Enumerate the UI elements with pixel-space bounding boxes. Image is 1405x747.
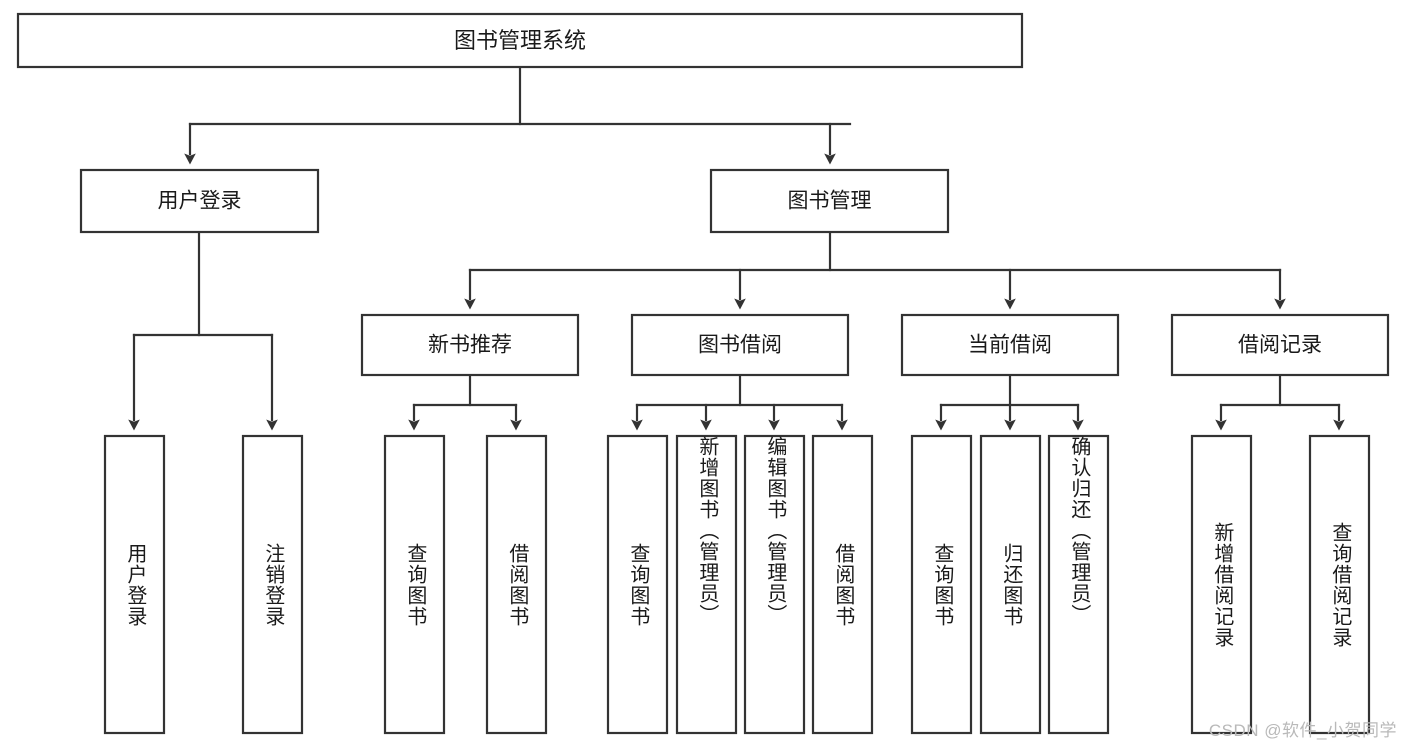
leaf-current-borrow-0[interactable] xyxy=(910,434,973,735)
leaf-current-borrow-2[interactable] xyxy=(1047,434,1110,735)
leaf-user-login-1[interactable] xyxy=(241,434,304,735)
leaf-book-borrow-0[interactable] xyxy=(606,434,669,735)
node-book-borrow[interactable]: 图书借阅 xyxy=(630,313,850,377)
leaf-new-book-1[interactable] xyxy=(485,434,548,735)
leaf-current-borrow-1[interactable] xyxy=(979,434,1042,735)
connector-bookborrow-to-leaves xyxy=(631,373,848,431)
node-root-system-label: 图书管理系统 xyxy=(454,28,586,53)
connector-borrowrecord-to-leaves xyxy=(1215,373,1345,431)
node-root-system[interactable]: 图书管理系统 xyxy=(16,12,1024,69)
node-new-book-recommend-label: 新书推荐 xyxy=(428,334,512,357)
leaf-book-borrow-3[interactable] xyxy=(811,434,874,735)
node-borrow-record[interactable]: 借阅记录 xyxy=(1170,313,1390,377)
leaf-user-login-0[interactable] xyxy=(103,434,166,735)
node-book-management-label: 图书管理 xyxy=(788,190,872,213)
node-user-login-label: 用户登录 xyxy=(158,190,242,213)
leaf-book-borrow-1[interactable] xyxy=(675,434,738,735)
node-current-borrow[interactable]: 当前借阅 xyxy=(900,313,1120,377)
node-new-book-recommend[interactable]: 新书推荐 xyxy=(360,313,580,377)
leaf-borrow-record-1[interactable] xyxy=(1308,434,1371,735)
connector-currentborrow-to-leaves xyxy=(935,373,1084,431)
connector-booksystem-to-level3 xyxy=(464,230,1286,310)
node-book-borrow-label: 图书借阅 xyxy=(698,334,782,357)
leaf-new-book-0[interactable] xyxy=(383,434,446,735)
connector-root-to-level2 xyxy=(184,65,852,165)
connector-userlogin-to-leaves xyxy=(128,230,278,431)
node-current-borrow-label: 当前借阅 xyxy=(968,334,1052,357)
node-book-management[interactable]: 图书管理 xyxy=(709,168,950,234)
leaf-borrow-record-0[interactable] xyxy=(1190,434,1253,735)
node-borrow-record-label: 借阅记录 xyxy=(1238,334,1322,357)
connector-newbook-to-leaves xyxy=(408,373,522,431)
node-user-login[interactable]: 用户登录 xyxy=(79,168,320,234)
leaf-book-borrow-2[interactable] xyxy=(743,434,806,735)
csdn-watermark: CSDN @软件_小贺同学 xyxy=(1208,721,1397,740)
